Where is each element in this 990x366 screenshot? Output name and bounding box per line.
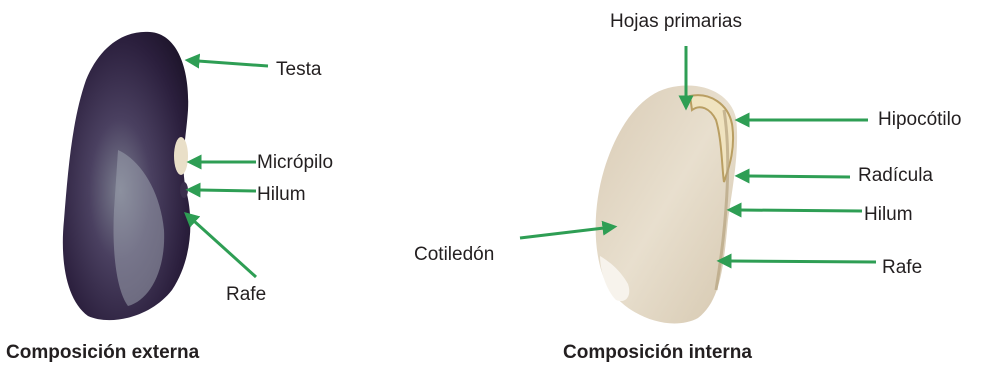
external-seed <box>63 32 191 320</box>
arrow-rafe-ext <box>194 221 256 277</box>
arrow-radicula <box>748 176 850 177</box>
arrow-testa <box>198 61 268 66</box>
hilum-spot <box>180 182 188 198</box>
label-micropilo: Micrópilo <box>257 153 333 172</box>
caption-internal: Composición interna <box>563 343 752 362</box>
arrow-hilum-int <box>740 210 862 211</box>
label-testa: Testa <box>276 60 321 79</box>
micropyle-spot <box>174 137 188 175</box>
label-radicula: Radícula <box>858 166 933 185</box>
caption-external: Composición externa <box>6 343 199 362</box>
label-rafe-internal: Rafe <box>882 258 922 277</box>
arrow-hilum-ext <box>199 190 256 191</box>
label-hojas-primarias: Hojas primarias <box>610 12 742 31</box>
arrow-rafe-int <box>730 261 876 262</box>
internal-seed <box>596 86 737 324</box>
label-hilum-external: Hilum <box>257 185 306 204</box>
arrow-cotiledon <box>520 228 604 238</box>
label-hilum-internal: Hilum <box>864 205 913 224</box>
label-rafe-external: Rafe <box>226 285 266 304</box>
label-hipocotilo: Hipocótilo <box>878 110 961 129</box>
label-cotiledon: Cotiledón <box>414 245 494 264</box>
